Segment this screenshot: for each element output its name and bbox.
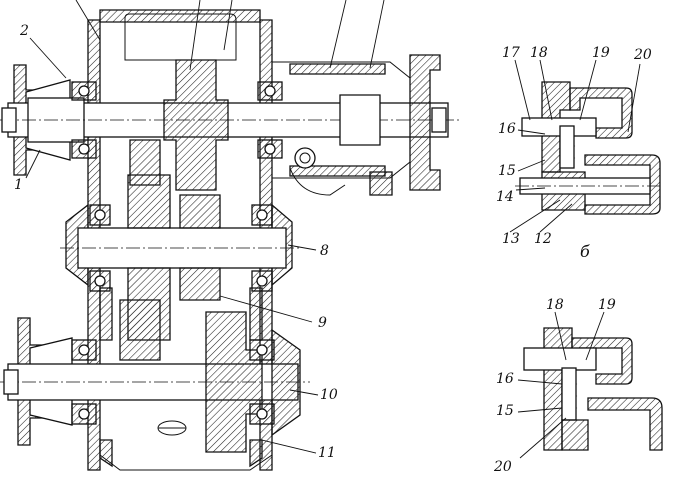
- output-nut-left: [3, 369, 19, 395]
- shaft-nut-left: [1, 107, 17, 133]
- detail-b-plunger: [559, 125, 575, 169]
- label-c-15: 15: [496, 403, 514, 419]
- sleeve-coupling: [339, 94, 381, 146]
- bearing-mid-right: [251, 204, 273, 292]
- label-part-11: 11: [318, 445, 336, 461]
- gear-mid-a: [127, 174, 171, 341]
- gear-mid-b: [179, 194, 221, 301]
- label-part-1: 1: [14, 177, 23, 193]
- label-part-8: 8: [320, 243, 329, 259]
- label-c-16: 16: [496, 371, 514, 387]
- label-part-2: 2: [20, 23, 29, 39]
- detail-b-cap: [569, 87, 633, 139]
- detail-c: [517, 311, 663, 459]
- detail-b-lower-housing: [584, 154, 661, 215]
- label-b-18: 18: [530, 45, 548, 61]
- detail-c-lower-housing: [587, 397, 663, 451]
- bearing-mid-left: [89, 204, 111, 292]
- shaft-nut-right: [431, 107, 447, 133]
- flange-top-right: [409, 54, 441, 191]
- label-b-17: 17: [502, 45, 520, 61]
- label-b-12: 12: [534, 231, 552, 247]
- label-b-16: 16: [498, 121, 516, 137]
- detail-c-cap: [571, 337, 633, 385]
- detail-b: [509, 59, 661, 233]
- label-b-14: 14: [496, 189, 514, 205]
- housing-bottom: [99, 454, 273, 471]
- label-part-10: 10: [320, 387, 338, 403]
- bearing-bottom-right: [249, 339, 275, 425]
- nut-top-right: [369, 171, 393, 196]
- label-b-19: 19: [592, 45, 610, 61]
- detail-c-rod-upper: [523, 347, 597, 371]
- label-b-variant: б: [580, 242, 590, 261]
- lower-boss: [289, 167, 346, 196]
- label-part-9: 9: [318, 315, 327, 331]
- housing-bottom-hatch: [99, 439, 263, 468]
- label-b-15: 15: [498, 163, 516, 179]
- oil-plug: [294, 147, 316, 169]
- main-gearbox-section: [0, 0, 460, 471]
- detail-c-plunger: [561, 367, 577, 421]
- detail-b-rod-upper: [521, 117, 597, 137]
- bearing-bottom-left: [71, 339, 97, 425]
- gear-bottom-small: [119, 299, 161, 361]
- label-c-20: 20: [494, 459, 512, 475]
- cover-bottom-right: [271, 328, 301, 437]
- label-b-13: 13: [502, 231, 520, 247]
- label-c-18: 18: [546, 297, 564, 313]
- bearing-top-left: [71, 81, 97, 159]
- housing-top-cover: [99, 9, 261, 23]
- gear-top-large: [163, 59, 229, 191]
- label-b-20: 20: [634, 47, 652, 63]
- bearing-top-right: [257, 81, 283, 159]
- detail-c-body-lower: [561, 419, 589, 451]
- label-c-19: 19: [598, 297, 616, 313]
